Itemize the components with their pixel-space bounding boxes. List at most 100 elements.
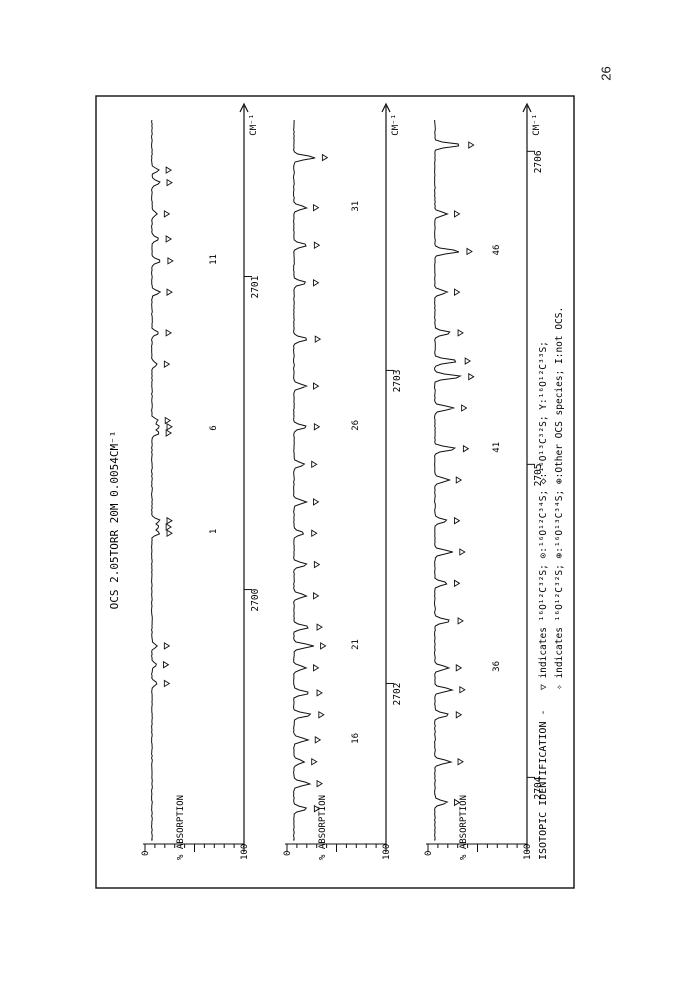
figure-frame xyxy=(95,95,575,889)
peak-marker xyxy=(166,529,173,538)
x-axis-arrow xyxy=(522,102,532,113)
y-tick-label-max: 100 xyxy=(240,844,250,860)
peak-marker xyxy=(454,579,461,588)
peak-marker xyxy=(454,798,461,807)
x-axis-arrow xyxy=(239,102,249,113)
peak-marker xyxy=(313,592,320,600)
panels: 0 100 % ABSORPTION CM⁻¹ 2700 2701 16 11 0 100 % AB… xyxy=(141,102,544,860)
spectrum-trace xyxy=(293,119,316,841)
peak-marker xyxy=(468,141,475,149)
peak-marker xyxy=(166,516,173,525)
peak-marker xyxy=(313,804,321,813)
line-number-label: 41 xyxy=(492,442,502,453)
y-axis-label: % ABSORPTION xyxy=(459,795,469,860)
legend-group: ISOTOPIC IDENTIFICATION - ▽ indicates ¹⁶… xyxy=(538,307,565,860)
peak-marker xyxy=(165,235,173,243)
line-number-label: 36 xyxy=(492,661,502,672)
header-group: OCS 2.05TORR 20M 0.0054CM⁻¹ xyxy=(108,431,121,610)
peak-marker xyxy=(462,444,470,453)
y-axis-label: % ABSORPTION xyxy=(318,795,328,860)
y-tick-label-max: 100 xyxy=(523,844,533,860)
peak-marker xyxy=(313,498,320,506)
x-tick-label: 2704 xyxy=(533,776,544,799)
peak-marker xyxy=(311,529,318,538)
peak-marker xyxy=(314,736,322,744)
peak-marker xyxy=(457,329,464,337)
peak-marker xyxy=(163,360,171,368)
peak-marker xyxy=(313,560,321,569)
peak-marker xyxy=(313,422,321,431)
header-title: OCS 2.05TORR 20M 0.0054CM⁻¹ xyxy=(108,431,121,610)
x-tick-label: 2703 xyxy=(392,370,403,393)
x-tick-label: 2702 xyxy=(392,683,403,706)
line-number-label: 26 xyxy=(351,420,361,431)
legend-line-1: ▽ indicates ¹⁶O¹²C³²S; ⊙:¹⁶O¹²C³⁴S; ◇:¹⁶… xyxy=(538,341,549,690)
line-number-label: 11 xyxy=(209,254,219,265)
peak-marker xyxy=(457,757,464,766)
x-unit-label: CM⁻¹ xyxy=(391,114,401,136)
peak-marker xyxy=(165,166,173,174)
peak-marker xyxy=(313,382,320,390)
peak-marker xyxy=(165,429,173,437)
line-number-label: 46 xyxy=(492,245,502,256)
peak-marker xyxy=(457,617,464,625)
peak-marker xyxy=(466,247,473,256)
peak-marker xyxy=(461,404,468,412)
peak-marker xyxy=(459,685,466,694)
x-tick-label: 2706 xyxy=(533,150,544,173)
x-axis-arrow xyxy=(381,102,391,113)
line-number-label: 1 xyxy=(209,529,219,534)
y-tick-label-min: 0 xyxy=(283,851,293,856)
spectrum-trace xyxy=(151,119,162,841)
x-unit-label: CM⁻¹ xyxy=(249,114,259,136)
peak-marker xyxy=(320,642,327,650)
peak-marker xyxy=(455,476,463,484)
y-tick-label-max: 100 xyxy=(382,844,392,860)
peak-marker xyxy=(165,329,173,337)
peak-marker xyxy=(454,516,461,525)
peak-marker xyxy=(321,153,329,162)
peak-marker xyxy=(311,757,318,766)
peak-marker xyxy=(164,416,172,425)
y-axis-label: % ABSORPTION xyxy=(176,795,186,860)
peak-marker xyxy=(455,664,463,672)
y-tick-label-min: 0 xyxy=(141,851,151,856)
peak-marker xyxy=(313,241,321,250)
peak-marker xyxy=(163,679,171,688)
x-tick-label: 2701 xyxy=(250,275,261,298)
peak-marker xyxy=(163,660,170,669)
peak-marker xyxy=(464,357,472,365)
y-tick-label-min: 0 xyxy=(424,851,434,856)
legend-heading: ISOTOPIC IDENTIFICATION - xyxy=(538,709,549,860)
x-tick-label: 2700 xyxy=(250,588,261,611)
peak-marker xyxy=(314,335,322,343)
peak-marker xyxy=(455,710,463,719)
line-number-label: 21 xyxy=(351,639,361,650)
peak-marker xyxy=(454,288,461,296)
peak-marker xyxy=(166,178,173,187)
peak-marker xyxy=(316,623,323,631)
line-number-label: 16 xyxy=(351,733,361,744)
peak-marker xyxy=(167,257,174,265)
peak-marker xyxy=(313,203,320,212)
peak-marker xyxy=(316,779,323,788)
x-tick-label: 2705 xyxy=(533,463,544,486)
peak-marker xyxy=(313,278,320,287)
peak-marker xyxy=(454,210,461,218)
peak-marker xyxy=(311,460,318,469)
peak-marker xyxy=(459,548,466,556)
peak-marker xyxy=(313,664,320,672)
peak-marker xyxy=(166,422,173,431)
peak-marker xyxy=(468,372,475,381)
peak-marker xyxy=(163,642,171,650)
peak-marker xyxy=(316,689,323,697)
line-number-label: 31 xyxy=(351,201,361,212)
legend-line-2: ✧ indicates ¹⁶O¹²C³²S; ⊕:¹⁶O¹³C³⁴S; ⊕:Ot… xyxy=(554,307,565,690)
peak-marker xyxy=(163,210,171,218)
peak-marker xyxy=(318,710,325,719)
x-unit-label: CM⁻¹ xyxy=(532,114,542,136)
peak-marker xyxy=(165,523,173,531)
spectrum-trace xyxy=(434,119,462,841)
peak-marker xyxy=(166,288,173,296)
